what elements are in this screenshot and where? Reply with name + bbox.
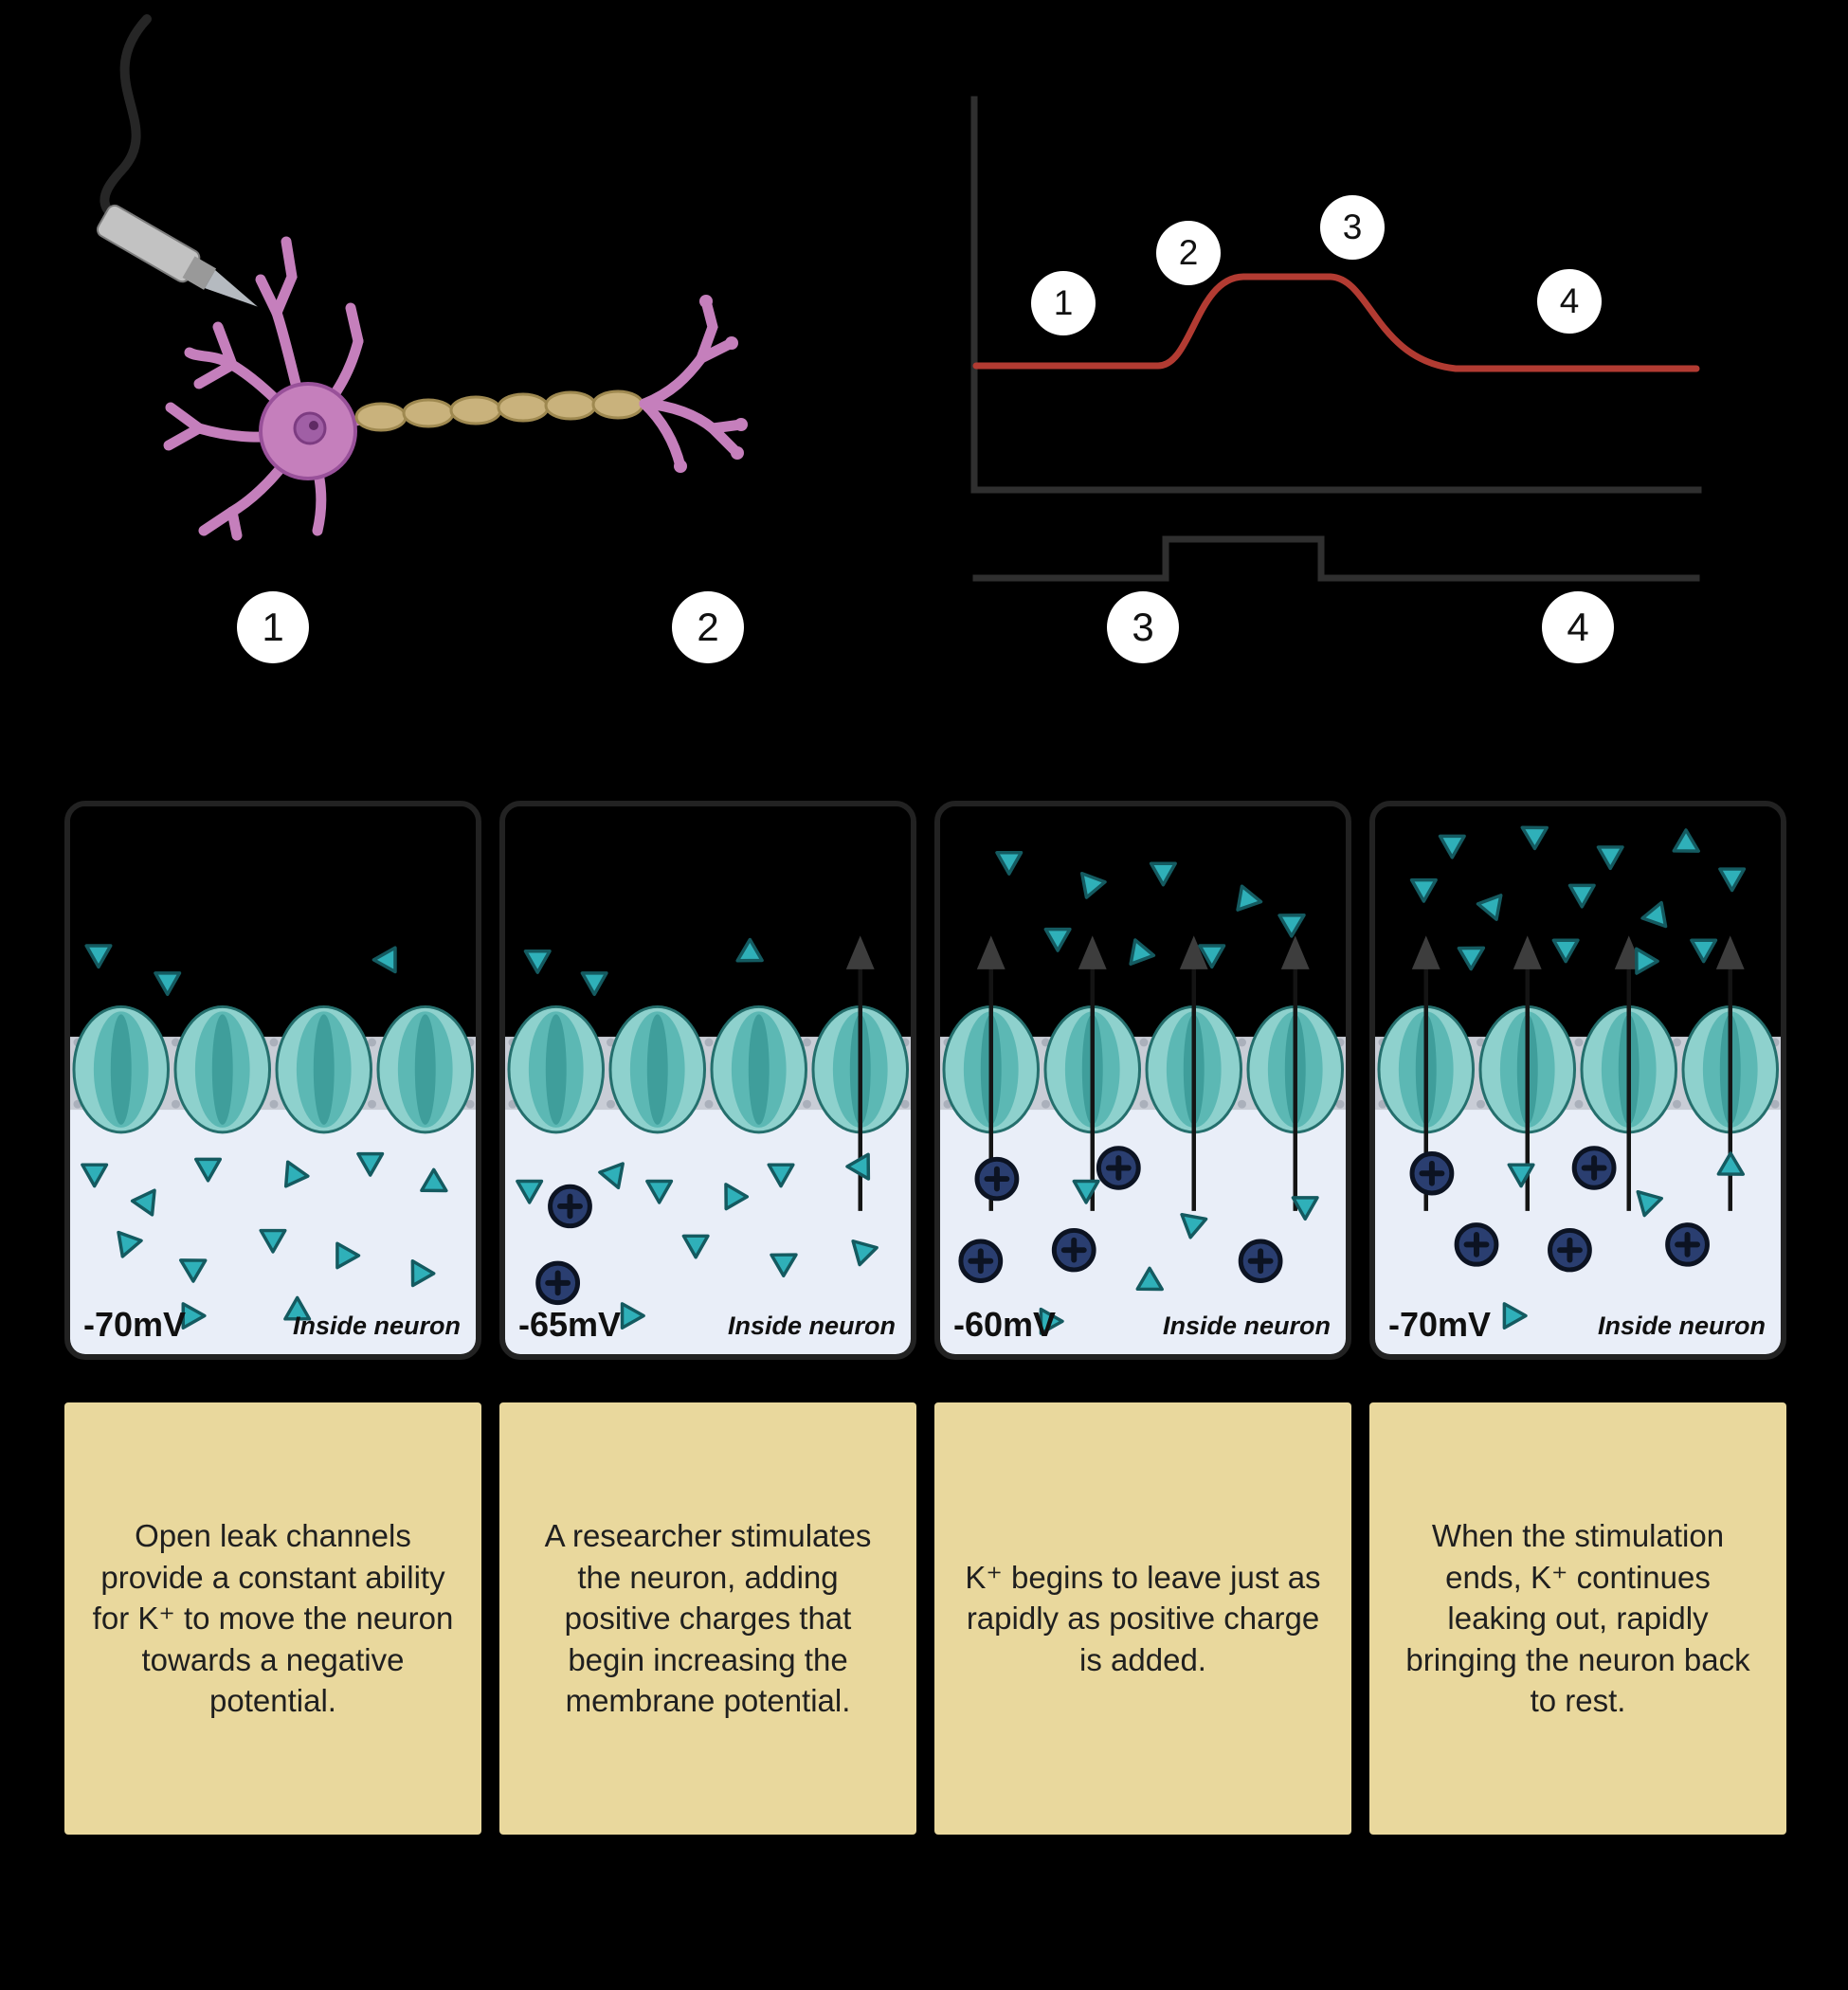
panel-stage-3: -60mV Inside neuron [934,801,1351,1360]
graph-phase-badge-1: 1 [1031,271,1096,335]
membrane-potential-graph [970,96,1702,582]
inside-neuron-label: Inside neuron [292,1312,461,1340]
membrane-cross-section [1375,806,1781,1354]
membrane-voltage: -70mV [83,1305,187,1344]
inside-neuron-label: Inside neuron [1597,1312,1766,1340]
caption-text: When the stimulation ends, K⁺ continues … [1405,1518,1750,1719]
panel-badge-3: 3 [1107,591,1179,663]
soma [259,382,357,480]
electrode [96,204,258,307]
membrane-cross-section [940,806,1346,1354]
membrane-voltage: -60mV [953,1305,1057,1344]
panel-badge-2: 2 [672,591,744,663]
badge-number: 2 [1178,233,1199,272]
badge-number: 1 [1053,283,1074,322]
membrane-voltage: -70mV [1388,1305,1492,1344]
badge-number: 3 [1132,605,1154,649]
caption-stage-1: Open leak channels provide a constant ab… [64,1402,481,1835]
panel-stage-2: -65mV Inside neuron [499,801,916,1360]
neuron-illustration [96,14,748,541]
panel-badge-4: 4 [1542,591,1614,663]
axon-terminals [639,295,748,473]
caption-text: K⁺ begins to leave just as rapidly as po… [965,1559,1321,1677]
panel-badge-1: 1 [237,591,309,663]
caption-stage-4: When the stimulation ends, K⁺ continues … [1369,1402,1786,1835]
stimulus-trace [972,535,1700,582]
membrane-cross-section [505,806,911,1354]
caption-text: Open leak channels provide a constant ab… [92,1518,454,1719]
caption-stage-3: K⁺ begins to leave just as rapidly as po… [934,1402,1351,1835]
caption-stage-2: A researcher stimulates the neuron, addi… [499,1402,916,1835]
badge-number: 1 [262,605,284,649]
badge-number: 4 [1559,281,1580,320]
inside-neuron-label: Inside neuron [727,1312,896,1340]
membrane-voltage: -65mV [518,1305,622,1344]
myelin-sheath [354,389,644,432]
graph-phase-badge-2: 2 [1156,221,1221,285]
badge-number: 4 [1567,605,1589,649]
voltage-trace [972,273,1700,372]
panel-stage-4: -70mV Inside neuron [1369,801,1786,1360]
graph-phase-badge-3: 3 [1320,195,1385,260]
badge-number: 3 [1342,208,1363,246]
graph-phase-badge-4: 4 [1537,269,1602,334]
caption-text: A researcher stimulates the neuron, addi… [544,1518,872,1719]
badge-number: 2 [697,605,719,649]
panel-stage-1: -70mV Inside neuron [64,801,481,1360]
inside-neuron-label: Inside neuron [1162,1312,1331,1340]
electrode-wire [100,14,152,228]
membrane-cross-section [70,806,476,1354]
